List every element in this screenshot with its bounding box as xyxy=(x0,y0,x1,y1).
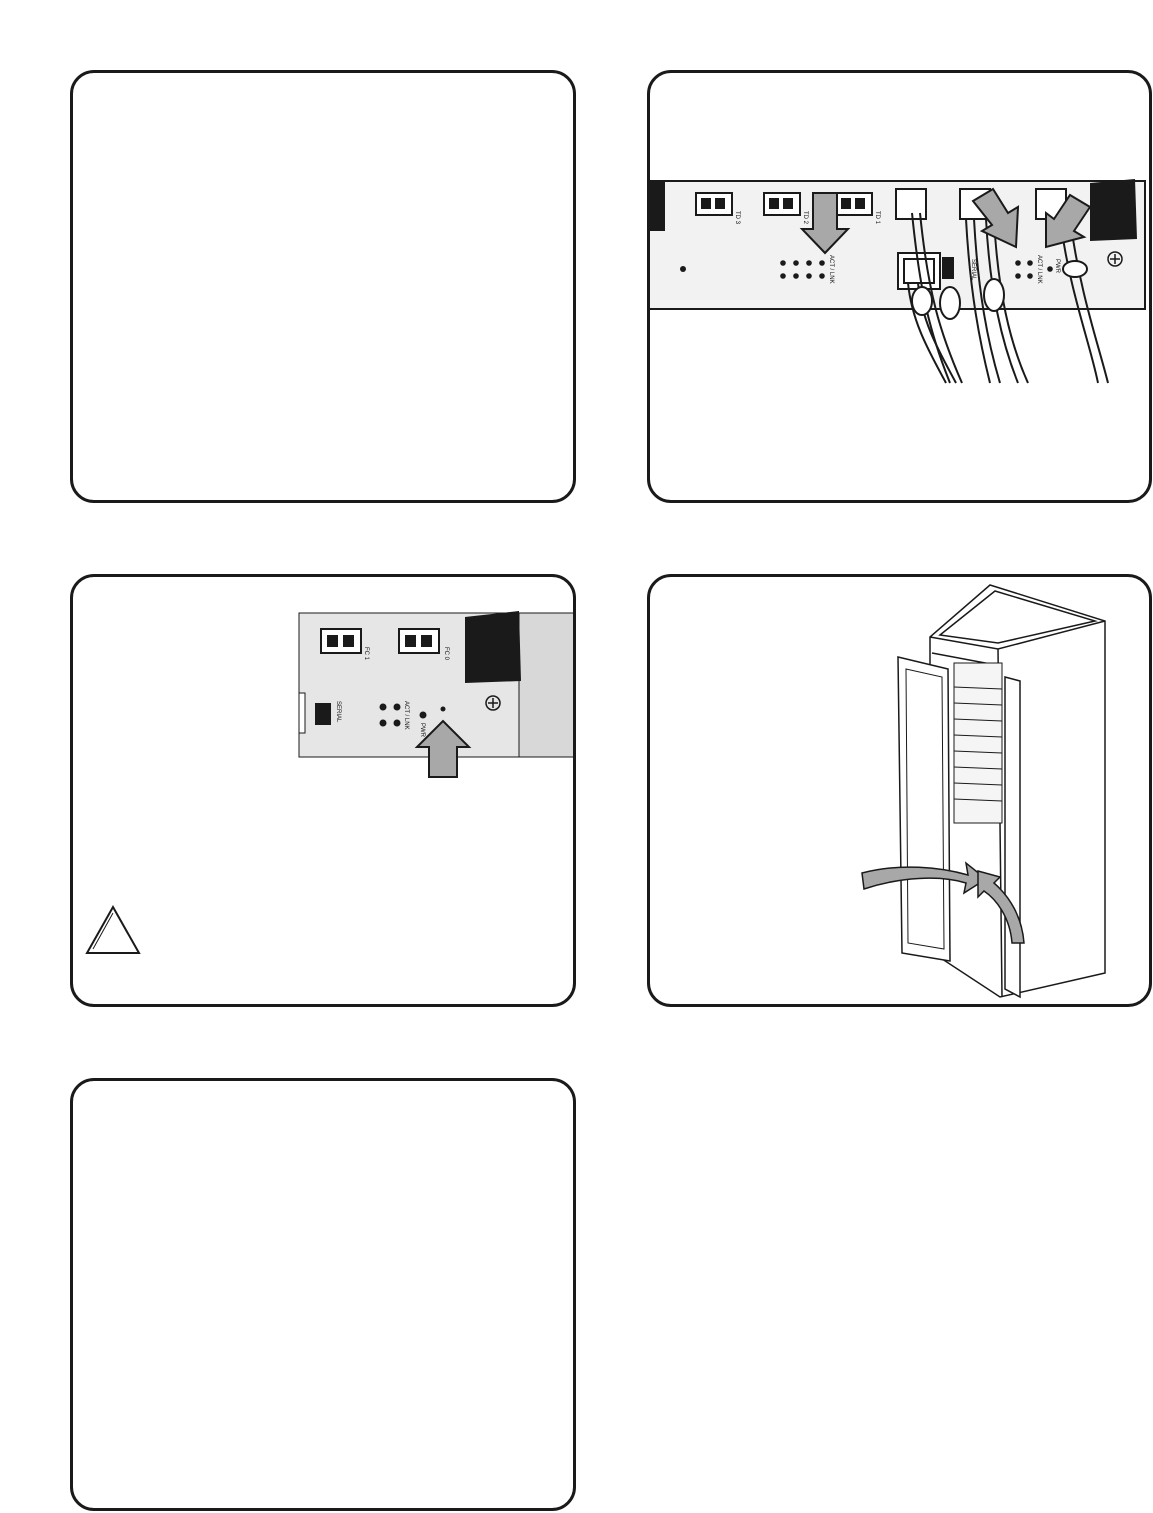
right-door xyxy=(1004,676,1021,999)
screw-icon xyxy=(485,695,501,711)
port-fc0 xyxy=(398,628,440,654)
pwr-label: PWR xyxy=(419,723,425,738)
door-close-arrow-icon xyxy=(861,861,988,895)
rack-equipment xyxy=(953,662,1003,824)
serial-label: SERIAL xyxy=(970,259,976,281)
serial-label: SERIAL xyxy=(335,701,341,723)
fc0-label: FC 0 xyxy=(443,647,449,661)
port-td1-label: TD 1 xyxy=(874,211,880,225)
fc1-label: FC 1 xyxy=(363,647,369,661)
serial-port xyxy=(315,703,331,725)
down-arrow-icon xyxy=(799,192,851,255)
act-link-label: ACT / LNK xyxy=(828,255,834,284)
led-grid xyxy=(379,703,446,727)
cable-removal-illustration: TD 3 TD 2 TD 1 ACT / LNK SERIAL ACT / LN… xyxy=(650,179,1146,384)
arrow-left-icon xyxy=(971,187,1020,249)
caution-icon xyxy=(85,904,141,954)
port-fc1 xyxy=(320,628,362,654)
port-td3 xyxy=(695,192,733,216)
port-td1 xyxy=(835,192,873,216)
left-door xyxy=(897,656,951,962)
port-td2-label: TD 2 xyxy=(802,211,808,225)
step-panel-1 xyxy=(70,70,576,503)
step-panel-5 xyxy=(70,1078,576,1511)
up-arrow-icon xyxy=(414,719,472,778)
door-swing-arrow-icon xyxy=(977,870,1025,944)
screw-icon xyxy=(1107,251,1123,267)
port-td3-label: TD 3 xyxy=(734,211,740,225)
pwr-label: PWR xyxy=(1054,259,1060,274)
left-handle xyxy=(650,181,665,231)
port-td2 xyxy=(763,192,801,216)
act-link-label: ACT / LNK xyxy=(403,701,409,730)
act-link-label-2: ACT / LNK xyxy=(1036,255,1042,284)
step-panel-4 xyxy=(647,574,1152,1007)
cables xyxy=(907,212,1109,384)
right-handle xyxy=(1090,179,1137,241)
step-panel-2: TD 3 TD 2 TD 1 ACT / LNK SERIAL ACT / LN… xyxy=(647,70,1152,503)
power-led-illustration: FC 1 FC 0 SERIAL ACT / LNK PWR xyxy=(85,611,573,954)
arrow-right-icon xyxy=(1045,193,1092,249)
led-grid xyxy=(780,260,825,279)
step-panel-3: FC 1 FC 0 SERIAL ACT / LNK PWR xyxy=(70,574,576,1007)
handle xyxy=(465,611,521,683)
rack-door-illustration xyxy=(861,584,1106,999)
